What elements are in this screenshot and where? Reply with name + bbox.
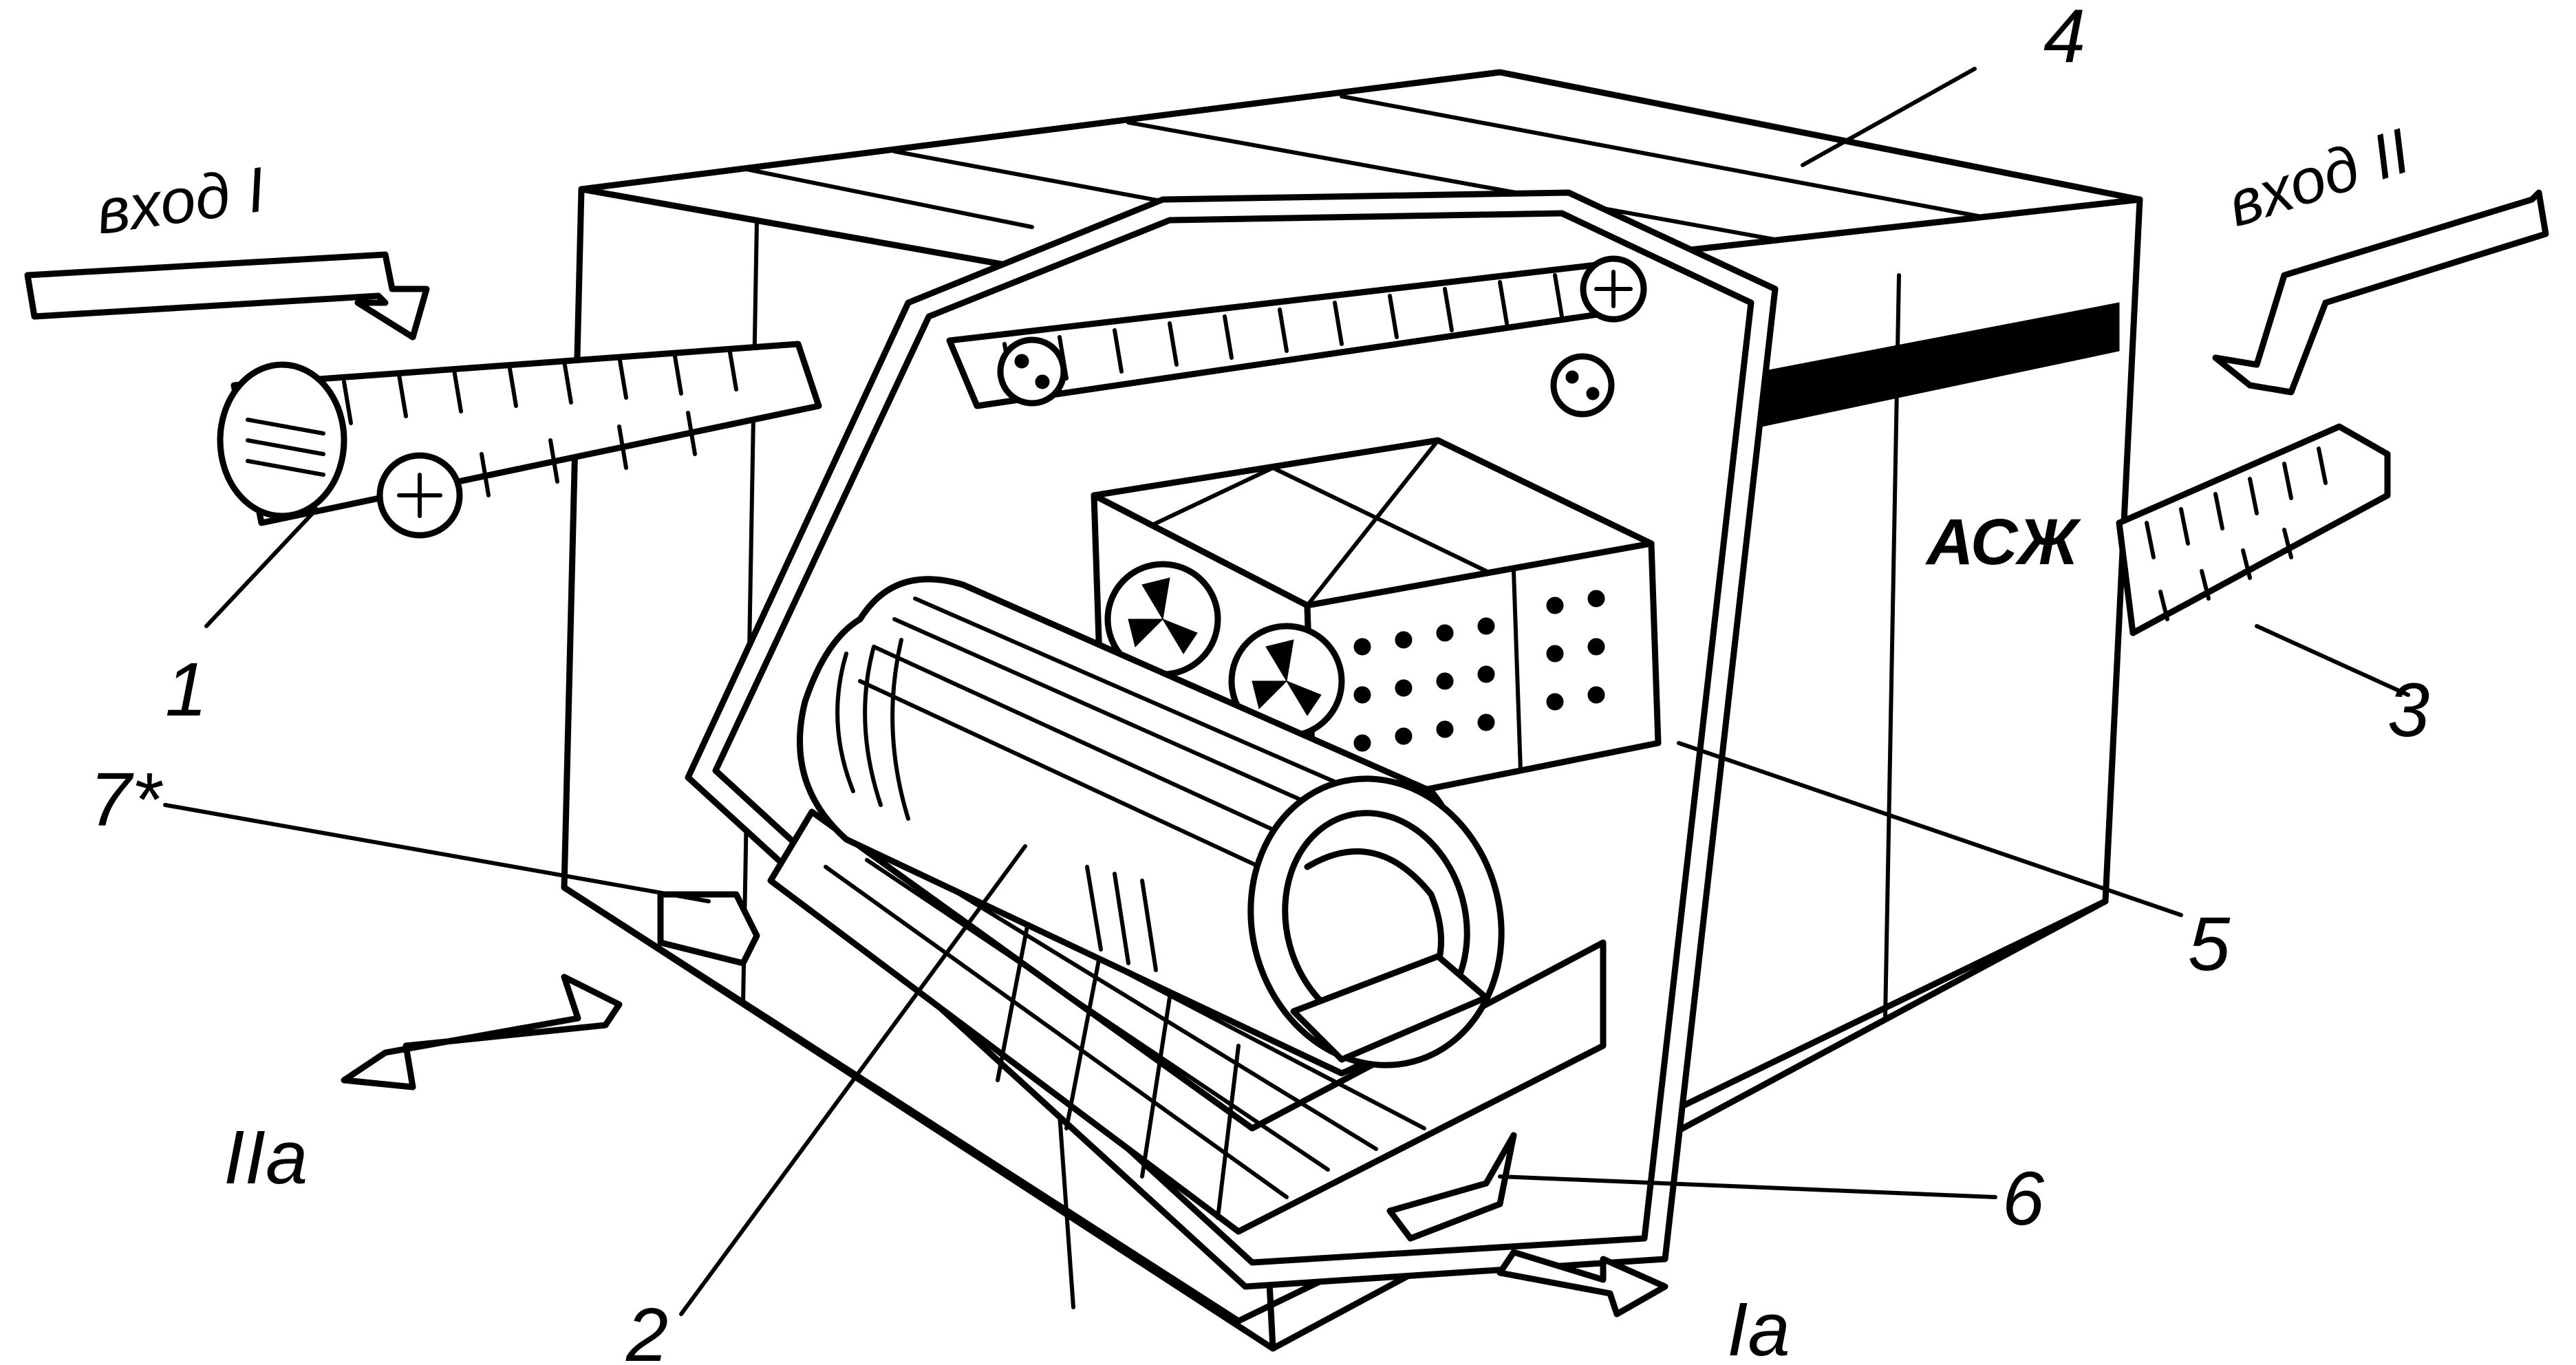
input-conveyor-3 [2116,423,2391,636]
roller-icon [1550,353,1615,418]
label-input-1: вход I [92,155,270,248]
leader-lines [163,67,2410,1316]
label-5: 5 [2188,902,2231,987]
drum [797,576,1505,1077]
roller-icon [997,336,1067,407]
output-arrow-2a [341,974,623,1090]
fan-icon [1104,561,1221,678]
label-6: 6 [2002,1157,2045,1241]
outlet-7 [657,891,760,967]
label-input-2: вход II [2219,116,2418,240]
electronic-unit [1091,437,1662,815]
label-output-2a: IIa [224,1115,308,1200]
sorting-grid [767,808,1607,1235]
label-7: 7* [89,757,163,842]
output-arrow-1a [1496,1249,1668,1318]
outlet-6 [1386,1132,1517,1242]
label-2: 2 [625,1293,668,1365]
label-output-1a: Ia [1727,1287,1790,1365]
label-unit-name: АСЖ [1925,506,2081,579]
label-1: 1 [165,647,207,732]
input-arrow-1 [24,251,430,341]
roller-icon [217,361,347,519]
label-4: 4 [2043,0,2085,78]
label-3: 3 [2387,668,2429,753]
upper-internal-conveyor [946,255,1647,418]
input-arrow-2 [2212,189,2549,396]
input-conveyor-1 [217,341,822,539]
